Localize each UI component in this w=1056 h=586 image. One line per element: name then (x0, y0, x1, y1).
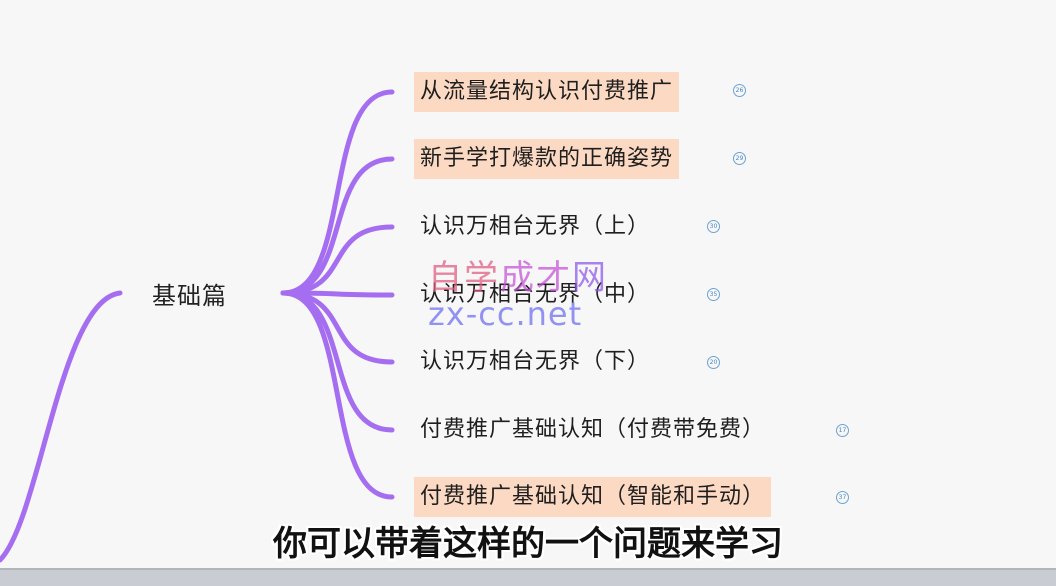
topic-branches (280, 89, 395, 500)
topic-label[interactable]: 认识万相台无界（下） (420, 349, 651, 374)
window-bottom-bar (0, 568, 1056, 586)
topic-label[interactable]: 认识万相台无界（上） (420, 214, 651, 239)
root-node[interactable]: 基础篇 (152, 282, 227, 310)
watermark-en: zx-cc.net (428, 295, 583, 333)
watermark: 自学成才网 zx-cc.net (428, 250, 608, 333)
topic-branch-3 (280, 224, 395, 296)
topic-branch-5 (280, 290, 395, 365)
subtitle-caption: 你可以带着这样的一个问题来学习 (273, 524, 783, 564)
count-badge-icon: 30 (707, 220, 720, 233)
topic-label[interactable]: 认识万相台无界（中） (420, 282, 651, 307)
watermark-cn: 自学成才网 (428, 250, 608, 299)
topic-label[interactable]: 付费推广基础认知（智能和手动） (414, 477, 772, 517)
count-badge-icon: 26 (733, 84, 746, 97)
watermark-cn-part: 自学 (428, 258, 500, 298)
topic-branch-1 (280, 89, 395, 296)
count-badge-icon: 20 (707, 356, 720, 369)
root-branch (0, 290, 123, 563)
watermark-cn-part: 网 (572, 258, 608, 298)
count-badge-icon: 29 (733, 152, 746, 165)
count-badge-icon: 35 (707, 288, 720, 301)
topic-label[interactable]: 从流量结构认识付费推广 (414, 72, 680, 112)
topic-label[interactable]: 新手学打爆款的正确姿势 (414, 139, 680, 179)
watermark-cn-part: 成才 (500, 258, 572, 298)
topic-branch-2 (280, 156, 395, 296)
count-badge-icon: 37 (836, 491, 849, 504)
topic-branch-7 (280, 290, 395, 500)
count-badge-icon: 17 (836, 424, 849, 437)
topic-label[interactable]: 付费推广基础认知（付费带免费） (420, 417, 766, 442)
